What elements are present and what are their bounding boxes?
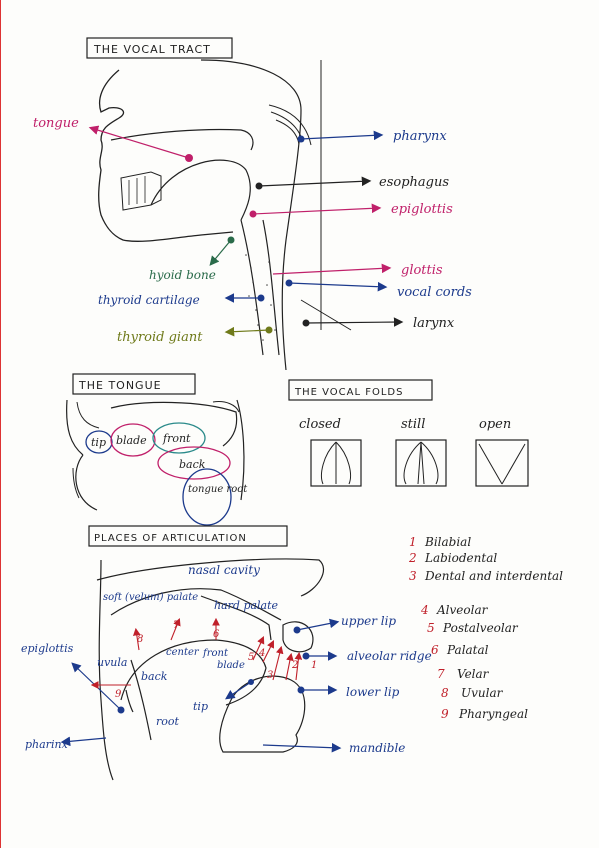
art-num-8: 8	[137, 634, 143, 645]
label-thyroid-cartilage: thyroid cartilage	[98, 293, 200, 307]
svg-text:4: 4	[420, 603, 429, 617]
label-thyroid-giant: thyroid giant	[117, 330, 203, 345]
svg-text:5: 5	[427, 621, 435, 635]
art-num-3: 3	[267, 670, 273, 681]
articulation-title-box	[88, 525, 288, 547]
label-center-art: center	[166, 647, 200, 658]
place-item-6: 6 Palatal	[431, 643, 489, 657]
place-item-9: 9 Pharyngeal	[441, 707, 528, 721]
tongue-title-box	[72, 373, 196, 395]
place-item-4: 4 Alveolar	[420, 603, 489, 617]
svg-text:Postalveolar: Postalveolar	[442, 621, 519, 635]
label-tip-art: tip	[193, 700, 208, 713]
label-hyoid-bone: hyoid bone	[149, 268, 216, 282]
svg-text:Uvular: Uvular	[461, 686, 504, 700]
label-glottis: glottis	[401, 263, 443, 278]
svg-text:Dental and interdental: Dental and interdental	[424, 569, 563, 583]
art-num-6: 6	[213, 629, 220, 640]
label-soft-palate: soft (velum) palate	[103, 592, 198, 603]
vocal-folds-title: THE VOCAL FOLDS	[294, 387, 403, 398]
place-item-5: 5 Postalveolar	[427, 621, 519, 635]
places-list: 1 Bilabial 2 Labiodental 3 Dental and inter…	[408, 535, 563, 721]
label-lower-lip: lower lip	[346, 685, 400, 699]
fold-state-open: open	[479, 417, 511, 432]
head-profile-outline	[98, 69, 234, 242]
art-num-7: 7	[173, 620, 180, 631]
art-num-1: 1	[311, 660, 317, 671]
tongue-part-back: back	[179, 458, 206, 471]
label-uvula: uvula	[97, 656, 127, 669]
svg-text:Pharyngeal: Pharyngeal	[458, 707, 528, 721]
place-item-2: 2 Labiodental	[408, 551, 497, 565]
place-item-1: 1 Bilabial	[409, 535, 471, 549]
svg-text:3: 3	[409, 569, 417, 583]
svg-text:Bilabial: Bilabial	[424, 535, 471, 549]
tongue-body-outline	[150, 159, 251, 221]
label-larynx: larynx	[413, 316, 455, 331]
svg-text:Alveolar: Alveolar	[436, 603, 489, 617]
vocal-tract-section: THE VOCAL TRACT tongue pha	[33, 37, 472, 371]
vocal-folds-section: THE VOCAL FOLDS closed still open	[288, 379, 529, 487]
tongue-section: THE TONGUE tip blade front back tongue r…	[66, 373, 248, 526]
label-epiglottis-art: epiglottis	[21, 642, 74, 655]
articulation-section: PLACES OF ARTICULATION nasal cavity soft…	[21, 525, 563, 781]
svg-text:Palatal: Palatal	[446, 643, 489, 657]
place-item-3: 3 Dental and interdental	[409, 569, 563, 583]
label-upper-lip: upper lip	[341, 614, 396, 628]
label-nasal-cavity: nasal cavity	[188, 563, 260, 577]
vocal-tract-title: THE VOCAL TRACT	[93, 43, 211, 56]
label-back-art: back	[141, 670, 168, 683]
label-root-art: root	[156, 715, 180, 728]
art-num-9: 9	[115, 689, 122, 700]
label-blade-art: blade	[217, 660, 245, 671]
place-item-8: 8 Uvular	[441, 686, 504, 700]
articulation-title: PLACES OF ARTICULATION	[94, 533, 247, 544]
svg-text:9: 9	[441, 707, 449, 721]
svg-text:2: 2	[408, 551, 417, 565]
tongue-part-root: tongue root	[188, 484, 248, 495]
tongue-title: THE TONGUE	[78, 379, 162, 392]
vocal-folds-title-box	[288, 379, 433, 401]
svg-text:8: 8	[441, 686, 449, 700]
tongue-part-tip: tip	[91, 436, 106, 449]
svg-text:6: 6	[431, 643, 439, 657]
svg-text:Velar: Velar	[457, 667, 490, 681]
label-vocal-cords: vocal cords	[397, 285, 472, 300]
svg-text:7: 7	[437, 667, 445, 681]
label-hard-palate: hard palate	[214, 599, 279, 612]
label-pharynx-art: pharinx	[25, 738, 69, 751]
label-esophagus: esophagus	[379, 175, 449, 190]
fold-state-still: still	[401, 417, 425, 432]
svg-text:Labiodental: Labiodental	[424, 551, 497, 565]
place-item-7: 7 Velar	[437, 667, 490, 681]
label-alveolar-ridge: alveolar ridge	[347, 649, 432, 663]
vocal-tract-title-box	[86, 37, 233, 59]
art-num-5: 5	[248, 652, 254, 663]
label-mandible: mandible	[349, 741, 405, 755]
svg-text:1: 1	[409, 535, 417, 549]
tongue-part-front: front	[162, 432, 191, 445]
fold-state-closed: closed	[299, 417, 341, 432]
label-epiglottis: epiglottis	[391, 202, 453, 217]
label-pharynx: pharynx	[393, 129, 447, 144]
label-front-art: front	[202, 648, 229, 659]
art-num-4: 4	[258, 648, 265, 659]
art-num-2: 2	[291, 660, 298, 671]
tongue-part-blade: blade	[116, 434, 147, 447]
label-tongue: tongue	[33, 116, 79, 131]
